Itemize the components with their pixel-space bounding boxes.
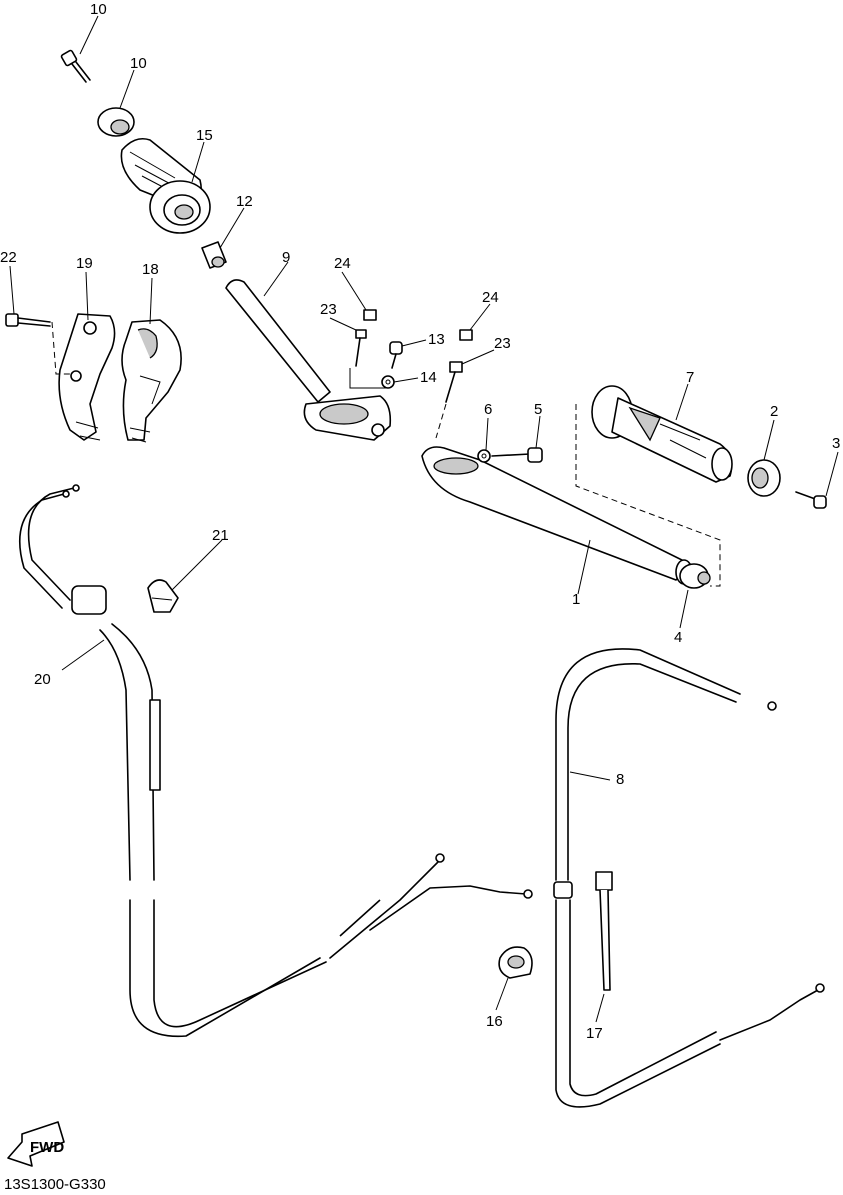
part-18-switch-housing-upper	[121, 319, 182, 443]
dash-bolt-right	[435, 403, 447, 439]
fwd-arrow-icon: FWD	[7, 1121, 65, 1167]
part-20-throttle-cables	[18, 484, 533, 1038]
part-11-bolt	[60, 49, 91, 83]
part-21-clamp	[147, 579, 179, 613]
callout-24-left: 24	[334, 255, 351, 272]
callout-15: 15	[196, 127, 213, 144]
callout-8: 8	[616, 771, 624, 788]
dash-switch-left	[51, 321, 72, 375]
part-19-switch-housing-lower	[58, 313, 116, 441]
callout-10: 10	[130, 55, 147, 72]
part-4-bar-end	[679, 563, 711, 589]
part-23-bolt-left	[355, 329, 367, 367]
callout-19: 19	[76, 255, 93, 272]
part-24-nut-right	[459, 329, 473, 341]
callout-23-right: 23	[494, 335, 511, 352]
callout-3: 3	[832, 435, 840, 452]
callouts: 10 10 15 12 9 24 23 13 14 22 19 18 24 23…	[0, 1, 840, 1042]
part-23-bolt-right	[445, 361, 463, 403]
leader-lines	[9, 15, 839, 1023]
leader-bracket-left	[349, 368, 386, 389]
part-9-left-handlebar	[225, 279, 392, 441]
callout-7: 7	[686, 369, 694, 386]
part-7-grip	[591, 385, 733, 483]
callout-17: 17	[586, 1025, 603, 1042]
diagram-code: 13S1300-G330	[4, 1176, 106, 1193]
callout-16: 16	[486, 1013, 503, 1030]
callout-1: 1	[572, 591, 580, 608]
part-22-screw	[5, 313, 51, 327]
callout-9: 9	[282, 249, 290, 266]
part-15-throttle-grip	[120, 137, 211, 234]
part-10-grip-end	[97, 107, 135, 137]
callout-4: 4	[674, 629, 682, 646]
callout-13: 13	[428, 331, 445, 348]
part-14-washer	[381, 375, 395, 389]
part-2-bar-end-weight	[747, 459, 781, 497]
callout-24-right: 24	[482, 289, 499, 306]
part-6-washer	[477, 449, 491, 463]
dash-right-assembly	[575, 404, 721, 587]
callout-20: 20	[34, 671, 51, 688]
callout-2: 2	[770, 403, 778, 420]
part-1-right-handlebar	[421, 446, 693, 585]
callout-23-left: 23	[320, 301, 337, 318]
part-3-screw	[795, 491, 827, 509]
callout-18: 18	[142, 261, 159, 278]
part-16-clamp	[498, 946, 533, 979]
fwd-label: FWD	[30, 1139, 64, 1156]
callout-6: 6	[484, 401, 492, 418]
callout-21: 21	[212, 527, 229, 544]
callout-12: 12	[236, 193, 253, 210]
part-24-nut-left	[363, 309, 377, 321]
callout-11: 10	[90, 1, 107, 18]
callout-14: 14	[420, 369, 437, 386]
part-5-bolt	[491, 447, 543, 463]
callout-22: 22	[0, 249, 17, 266]
part-17-cable-tie	[595, 871, 613, 991]
callout-5: 5	[534, 401, 542, 418]
part-12-collar	[201, 241, 227, 269]
part-8-clutch-cable	[553, 648, 825, 1108]
part-13-bolt	[389, 341, 403, 369]
